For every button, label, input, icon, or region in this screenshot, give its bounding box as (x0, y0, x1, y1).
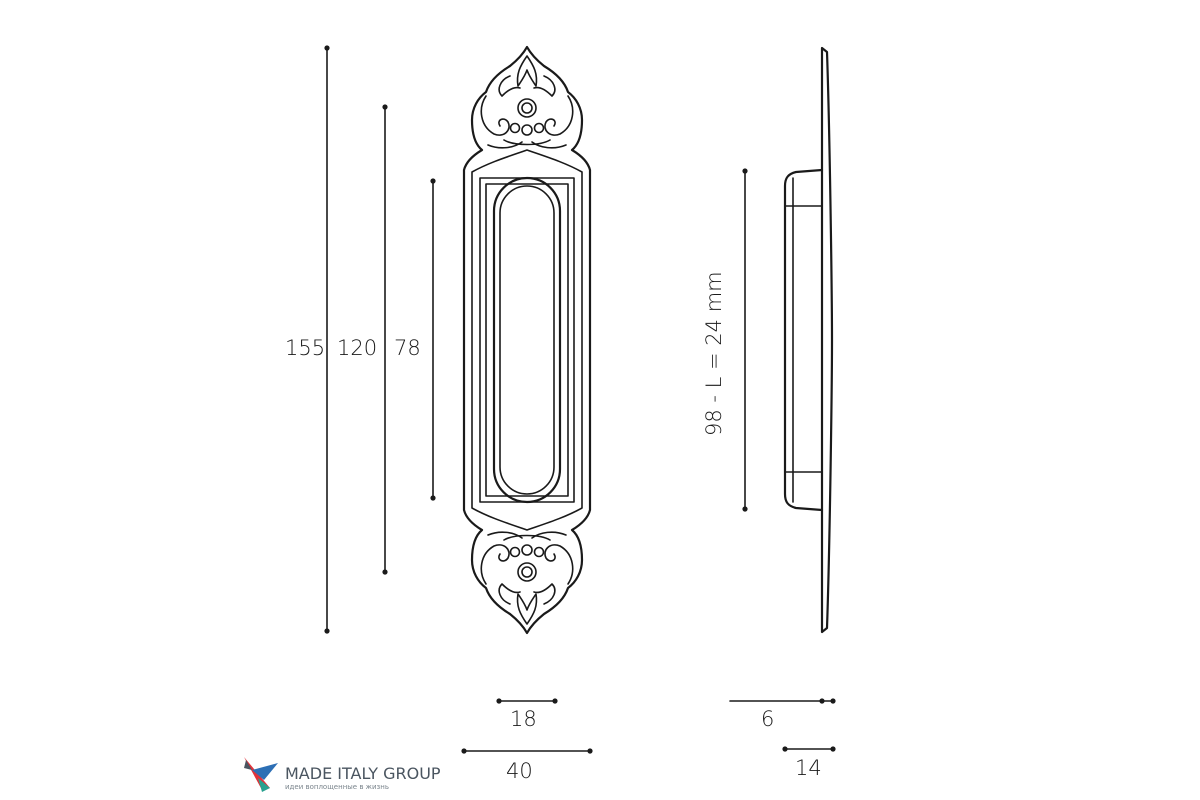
dimension-label-120: 120 (337, 336, 377, 360)
horizontal-dimension-18 (496, 698, 558, 704)
dimension-label-14: 14 (795, 756, 822, 780)
logo-name: MADE ITALY GROUP (285, 764, 441, 783)
dimension-label-40: 40 (506, 759, 533, 783)
made-italy-group-logo: MADE ITALY GROUP идеи воплощенные в жизн… (244, 757, 441, 792)
vertical-dimension-155 (324, 45, 330, 634)
door-thickness-note: 98 - L = 24 mm (702, 271, 726, 436)
vertical-dimension-door (742, 168, 748, 512)
horizontal-dimension-40 (461, 748, 593, 754)
dimension-label-18: 18 (510, 707, 537, 731)
dimension-label-78: 78 (394, 336, 421, 360)
horizontal-dimension-6 (729, 698, 836, 704)
handle-front-view (462, 45, 592, 635)
vertical-dimension-78 (430, 178, 436, 501)
dimension-label-155: 155 (285, 336, 325, 360)
logo-tagline: идеи воплощенные в жизнь (285, 783, 389, 791)
vertical-dimension-120 (382, 104, 388, 575)
logo-mark-icon (244, 757, 278, 792)
handle-side-view (783, 46, 834, 634)
horizontal-dimension-14 (782, 746, 836, 752)
dimension-label-6: 6 (761, 707, 774, 731)
